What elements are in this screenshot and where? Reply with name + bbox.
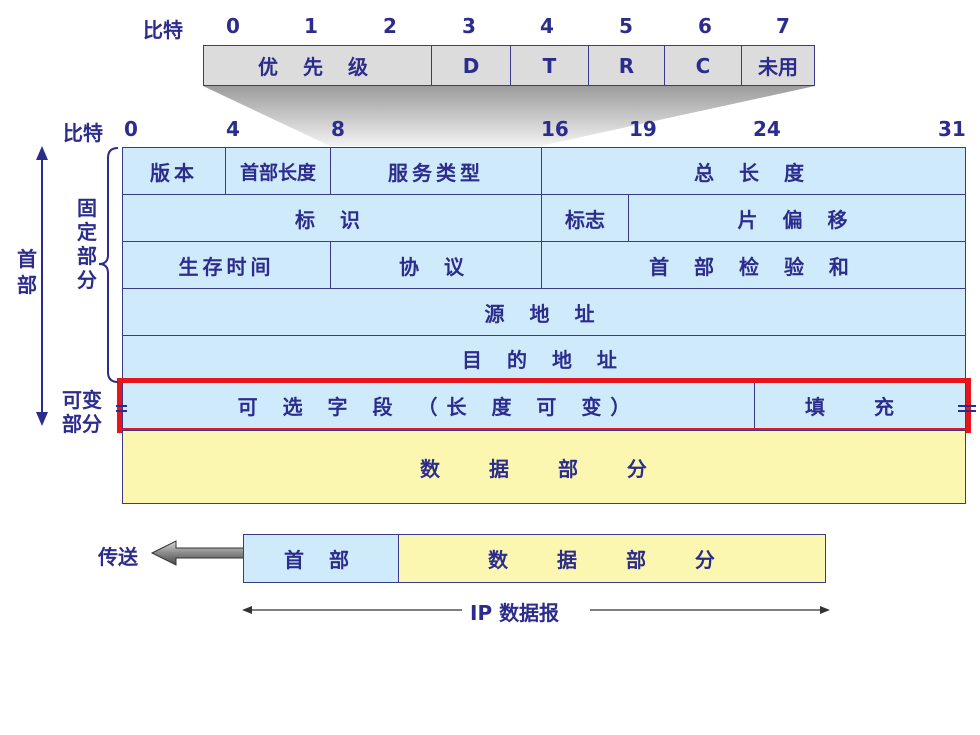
priority-field: 优 先 级 <box>203 45 432 86</box>
service-bits-label: 比特 <box>143 18 183 42</box>
header-checksum-field: 首 部 检 验 和 <box>541 241 966 289</box>
c-field: C <box>664 45 742 86</box>
expansion-funnel <box>203 86 815 146</box>
service-bit-4: 4 <box>540 14 554 38</box>
total-length-field: 总 长 度 <box>541 147 966 195</box>
service-type-field: 服务类型 <box>330 147 542 195</box>
r-field: R <box>588 45 665 86</box>
service-bit-7: 7 <box>776 14 790 38</box>
fixed-part-label: 固定部分 <box>77 196 97 292</box>
side-annotations <box>36 146 127 426</box>
header-bit-4: 4 <box>226 117 240 141</box>
service-bit-0: 0 <box>226 14 240 38</box>
destination-address-field: 目 的 地 址 <box>122 335 966 382</box>
service-bit-6: 6 <box>698 14 712 38</box>
variable-part-highlight <box>117 378 971 433</box>
datagram-caption: IP 数据报 <box>470 601 560 625</box>
datagram-header-part: 首 部 <box>243 534 399 583</box>
fragment-offset-field: 片 偏 移 <box>628 194 966 242</box>
header-bit-24: 24 <box>753 117 781 141</box>
datagram-span-arrow <box>242 606 830 614</box>
service-bit-5: 5 <box>619 14 633 38</box>
header-bit-16: 16 <box>541 117 569 141</box>
header-bits-label: 比特 <box>63 121 103 145</box>
variable-part-label-1: 可变 <box>62 388 102 412</box>
identification-field: 标 识 <box>122 194 542 242</box>
right-break-marks <box>958 405 976 412</box>
ttl-field: 生存时间 <box>122 241 331 289</box>
datagram-data-part: 数 据 部 分 <box>398 534 826 583</box>
header-bit-19: 19 <box>629 117 657 141</box>
send-label: 传送 <box>98 545 138 569</box>
version-field: 版本 <box>122 147 226 195</box>
service-bit-2: 2 <box>383 14 397 38</box>
padding-field: 填 充 <box>754 381 966 430</box>
header-bit-31: 31 <box>938 117 966 141</box>
send-arrow-icon <box>150 540 245 566</box>
t-field: T <box>510 45 589 86</box>
service-bit-3: 3 <box>462 14 476 38</box>
header-bit-8: 8 <box>331 117 345 141</box>
d-field: D <box>431 45 511 86</box>
unused-field: 未用 <box>741 45 815 86</box>
protocol-field: 协 议 <box>330 241 542 289</box>
header-length-field: 首部长度 <box>225 147 331 195</box>
source-address-field: 源 地 址 <box>122 288 966 336</box>
header-side-label: 首部 <box>17 247 37 297</box>
variable-part-label-2: 部分 <box>62 412 102 436</box>
header-bit-0: 0 <box>124 117 138 141</box>
data-part-field: 数 据 部 分 <box>122 430 966 504</box>
flags-field: 标志 <box>541 194 629 242</box>
service-bit-1: 1 <box>304 14 318 38</box>
